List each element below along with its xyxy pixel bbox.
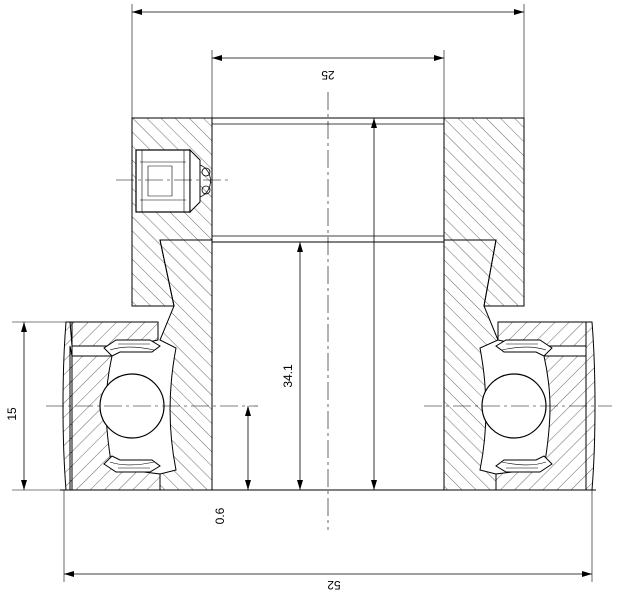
inner-sleeve-left — [159, 239, 213, 491]
seal-left-top — [103, 339, 161, 357]
dimension-bore-label: 25 — [321, 68, 335, 82]
seal-left-bottom — [103, 455, 161, 473]
centerlines — [46, 92, 612, 530]
dimension-width-label: 15 — [5, 407, 19, 421]
dimension-width: 15 — [5, 321, 70, 491]
dimension-outer-bottom: 52 — [63, 490, 593, 592]
dimension-height-label: 34.1 — [281, 364, 295, 388]
dimension-bore: 25 — [211, 50, 445, 118]
set-screw — [135, 148, 211, 214]
dimension-offset-label: 0.6 — [213, 507, 227, 524]
dimension-height: 34.1 — [281, 242, 303, 490]
dimension-outer-label: 52 — [327, 578, 341, 592]
seal-right-bottom — [495, 455, 553, 473]
dimension-outer-top — [131, 4, 525, 118]
seal-right-top — [495, 339, 553, 357]
dimension-offset: 0.6 — [213, 406, 251, 524]
